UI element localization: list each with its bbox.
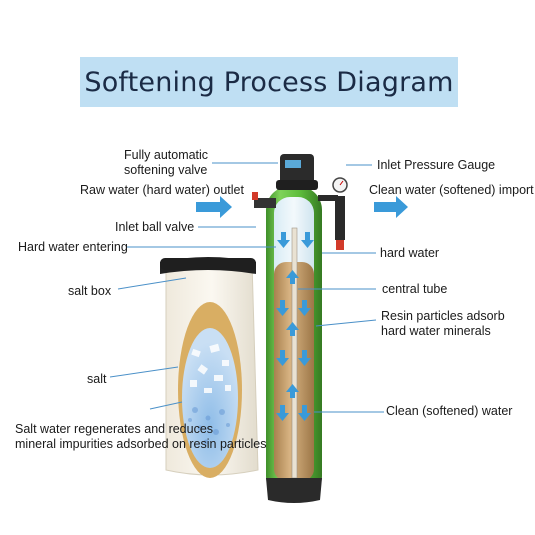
label-fully-automatic-valve: Fully automatic softening valve [124, 148, 208, 178]
softening-valve [276, 154, 318, 190]
label-inlet-pressure-gauge: Inlet Pressure Gauge [377, 158, 496, 172]
label-salt-box: salt box [68, 284, 112, 298]
label-line: hard water minerals [381, 324, 491, 338]
tank-flow-arrows [276, 232, 314, 421]
salt-box [160, 257, 259, 478]
label-clean-water-import: Clean water (softened) import [369, 183, 534, 197]
leader-lines [109, 162, 384, 413]
label-line: softening valve [124, 163, 208, 177]
label-raw-water-outlet: Raw water (hard water) outlet [80, 183, 244, 197]
label-salt: salt [87, 372, 107, 386]
pressure-gauge [318, 177, 348, 250]
resin-tank [266, 186, 322, 503]
label-line: mineral impurities adsorbed on resin par… [15, 437, 267, 451]
label-resin-particles: Resin particles adsorb hard water minera… [381, 309, 505, 339]
label-line: Resin particles adsorb [381, 309, 505, 323]
label-central-tube: central tube [382, 282, 448, 296]
diagram-title: Softening Process Diagram [84, 66, 454, 98]
flow-arrows [196, 196, 408, 218]
label-line: Salt water regenerates and reduces [15, 422, 214, 436]
label-inlet-ball-valve: Inlet ball valve [115, 220, 195, 234]
label-clean-softened-water: Clean (softened) water [386, 404, 513, 418]
label-salt-water-regenerates: Salt water regenerates and reduces miner… [15, 422, 267, 452]
title-banner: Softening Process Diagram [80, 57, 458, 107]
label-line: Fully automatic [124, 148, 209, 162]
ball-valve [252, 192, 276, 208]
label-hard-water: hard water [380, 246, 440, 260]
label-hard-water-entering: Hard water entering [18, 240, 128, 254]
